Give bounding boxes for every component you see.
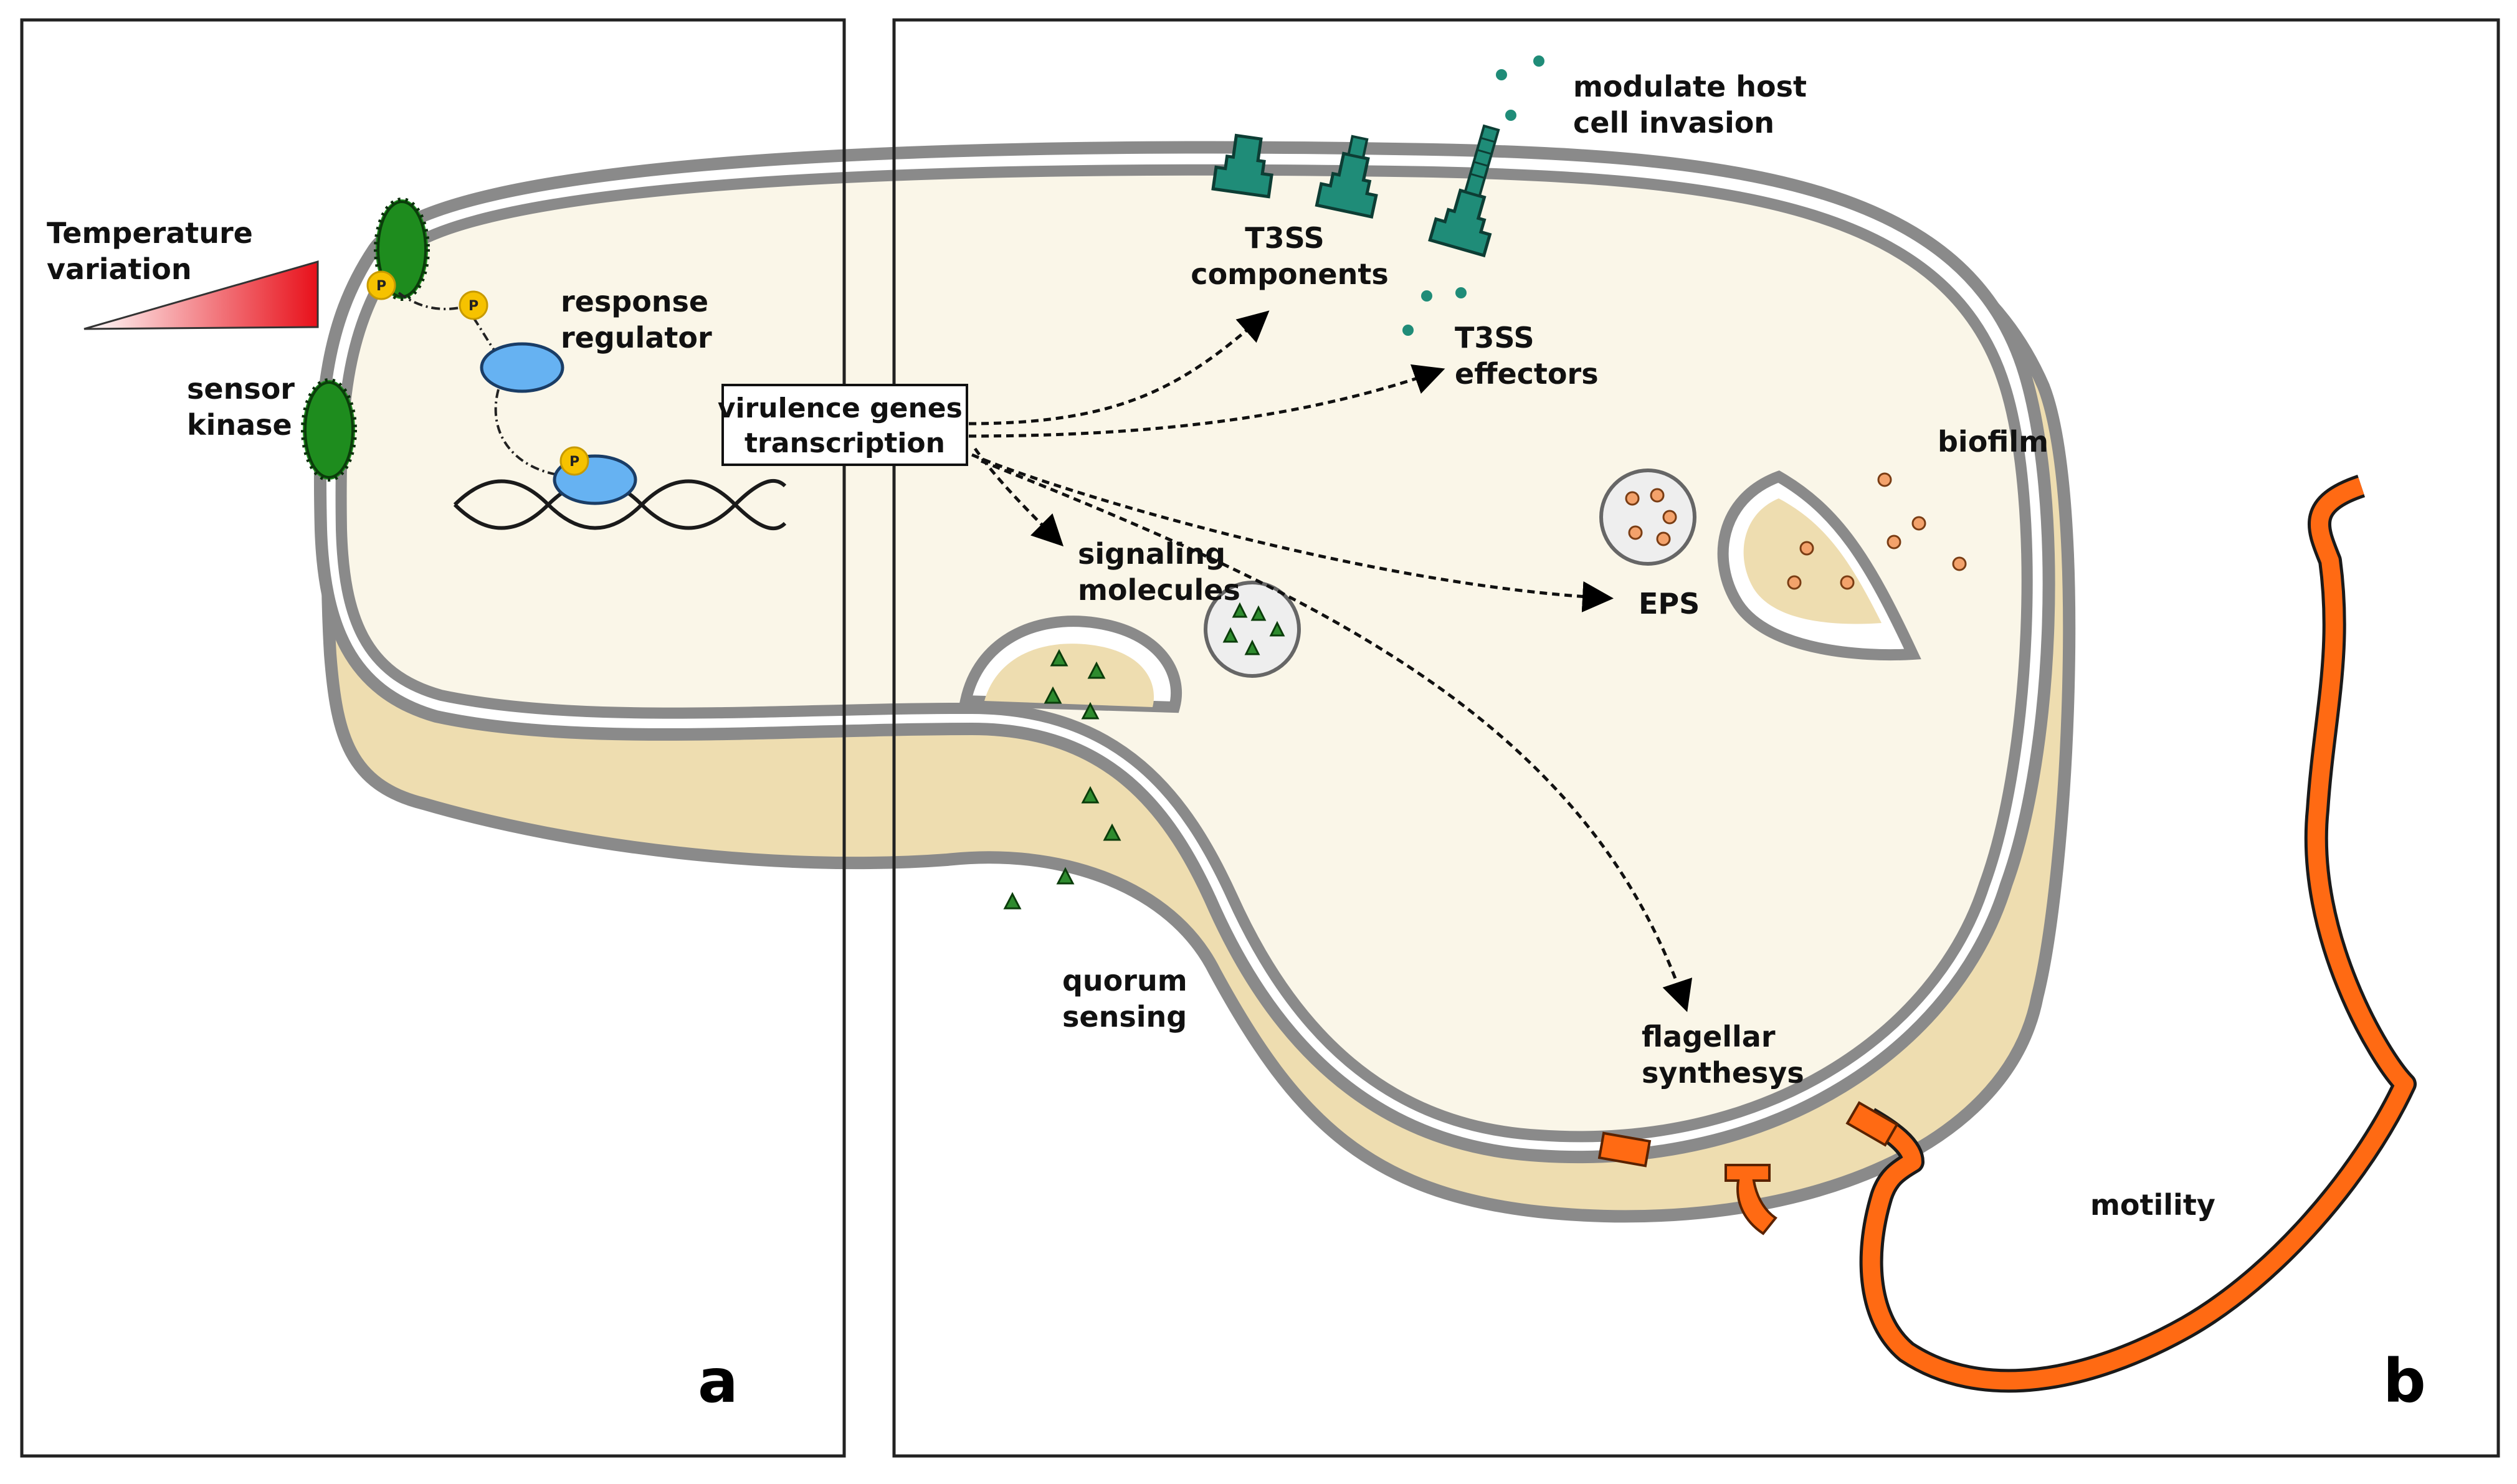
biofilm-dot [1840,575,1855,590]
panel-a-letter: a [698,1346,738,1416]
eps-label: EPS [1639,587,1700,621]
vesicle-icon [1204,581,1301,678]
quorum-label: quorum sensing [1062,964,1197,1034]
vesicle-icon [1599,469,1696,566]
flagellar-basal-body [1845,1101,1899,1147]
biofilm-dot [1952,556,1967,571]
panel-a-frame [20,18,846,1458]
t3ss-needle-icon [1211,133,1273,199]
motility-label: motility [2090,1188,2215,1222]
svg-text:P: P [376,278,386,294]
signal-molecule [1103,823,1121,841]
t3ss-needle-icon [1428,124,1500,258]
signal-molecule [1050,649,1068,667]
modulate-label: modulate host cell invasion [1573,70,1817,140]
biofilm-label: biofilm [1938,425,2048,459]
temperature-label: Temperature variation [47,216,263,286]
effector-dot [1533,55,1544,67]
t3ss-needle-icon [1315,135,1378,219]
dna-helix-icon [453,478,787,531]
phosphate-icon: P [459,290,488,320]
signal-molecule [1044,686,1062,704]
biofilm-vesicle-bud-inner [1743,498,1882,624]
t3ss-effectors-label: T3SS effectors [1455,321,1599,391]
regulation-arrows [968,310,1693,1012]
virulence-label: virulence genes transcription [718,392,972,459]
phospho-path [494,389,574,478]
signal-molecule [1087,661,1106,679]
svg-text:P: P [469,298,478,314]
sensor-kinase-label: sensor kinase [187,372,305,442]
panel-b-frame [892,18,2500,1458]
signal-molecule [1081,702,1100,720]
biofilm-dot [1911,516,1926,531]
flagellar-label: flagellar synthesys [1642,1020,1804,1090]
signal-molecule [1056,867,1075,885]
response-regulator-label: response regulator [561,285,718,354]
svg-text:P: P [569,454,579,470]
virulence-box [721,384,968,466]
biofilm-dot [1887,535,1901,549]
panel-b-letter: b [2383,1346,2426,1416]
flagellum-icon [1862,477,2414,1390]
biofilm-dot [1799,541,1814,556]
flagellar-basal-body [1597,1131,1652,1168]
biofilm-dot [1787,575,1802,590]
effector-dot [1455,287,1467,298]
flagellar-hook [1725,1164,1777,1235]
panel-a-content: P P P Temperature variation sensor kinas… [47,197,787,1416]
effector-dot [1421,290,1432,302]
temperature-wedge-icon [83,260,319,330]
biofilm-dot [1877,472,1892,487]
response-regulator-icon [480,342,564,393]
phosphate-icon: P [559,446,589,476]
signal-molecule [1003,892,1022,910]
sensor-kinase-icon [301,378,357,482]
panel-b-content: virulence genes transcription T3SS compo… [718,55,2426,1416]
effector-dot [1496,69,1507,80]
effector-dot [1505,110,1516,121]
t3ss-components-label: T3SS components [1191,221,1388,291]
signaling-vesicle-bud-inner [984,644,1154,707]
effector-dot [1402,325,1414,336]
phosphate-icon: P [366,270,396,300]
signal-molecule [1081,786,1100,804]
signaling-label: signaling molecules [1078,537,1240,607]
